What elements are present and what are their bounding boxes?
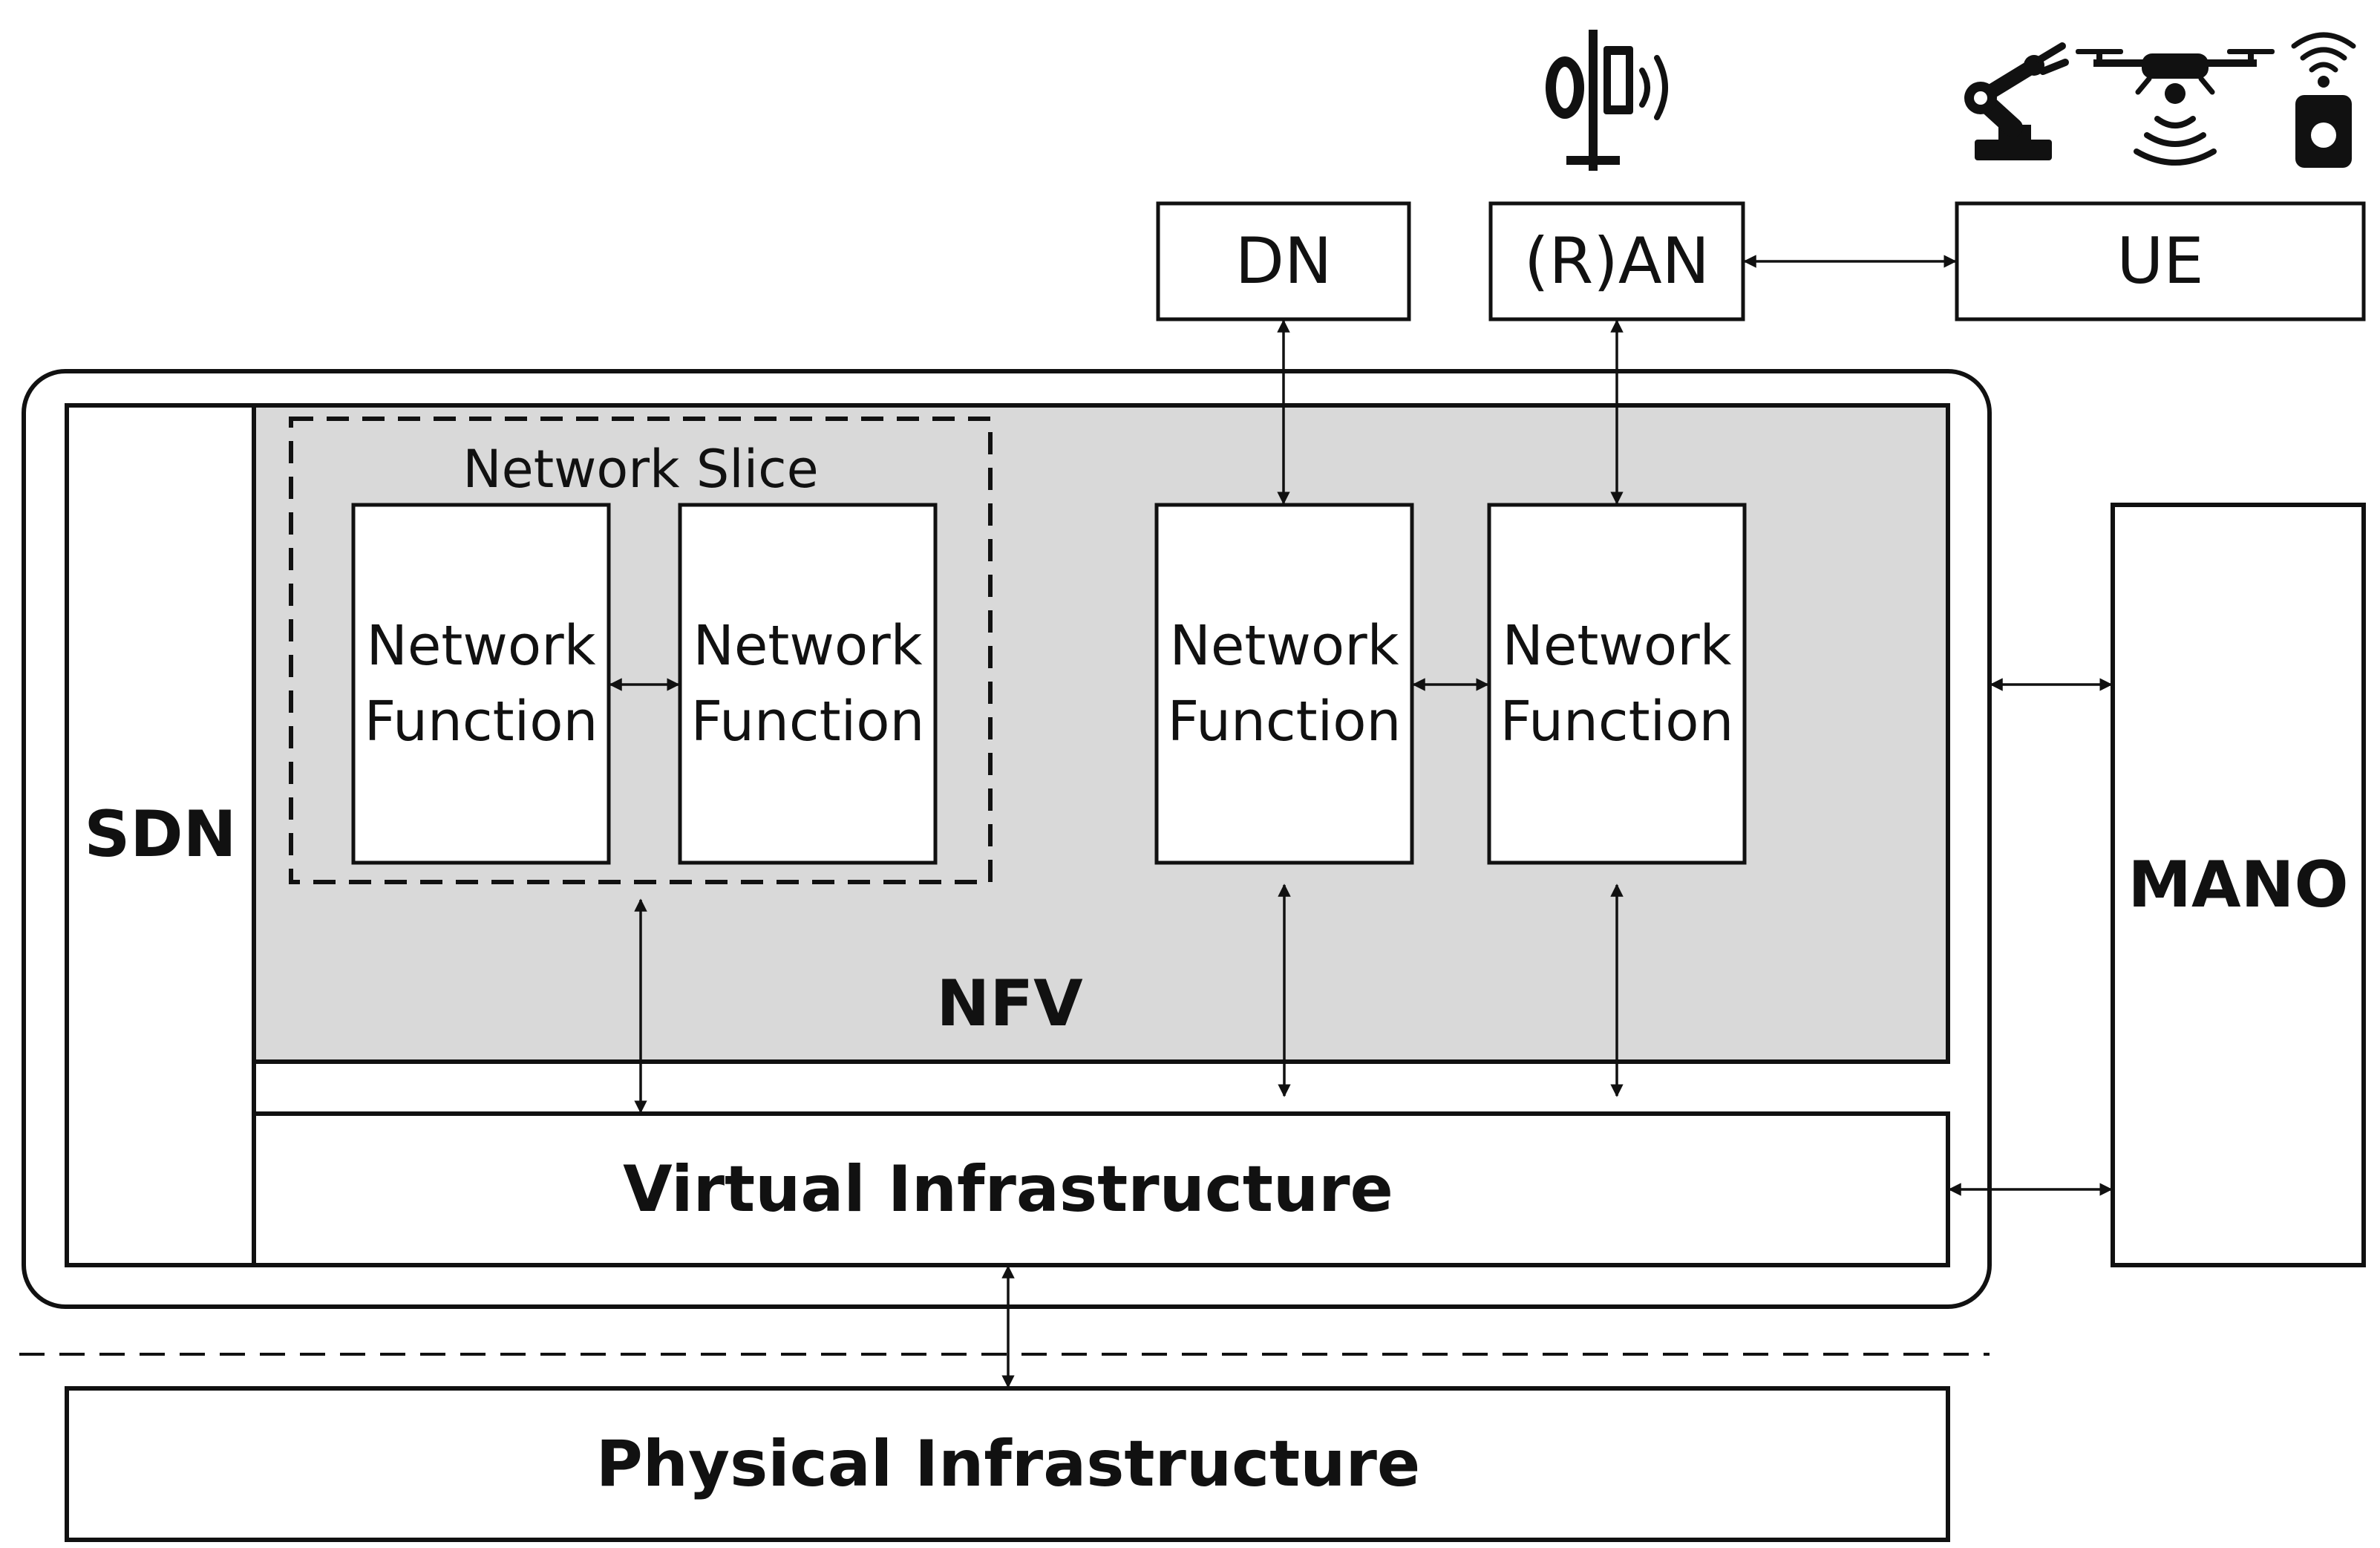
network-function-2: Network Function	[678, 503, 938, 865]
nf3-line1: Network	[1170, 614, 1399, 678]
nf1-line2: Function	[364, 690, 598, 754]
network-function-1: Network Function	[351, 503, 611, 865]
network-function-3: Network Function	[1154, 503, 1414, 865]
sdn-block: SDN	[65, 403, 256, 1267]
robot-arm-icon	[1964, 42, 2069, 160]
network-function-4: Network Function	[1487, 503, 1747, 865]
mano-block: MANO	[2111, 503, 2366, 1267]
dn-node: DN	[1156, 201, 1411, 321]
virtual-infrastructure: Virtual Infrastructure	[252, 1111, 1950, 1267]
nf2-line1: Network	[693, 614, 923, 678]
mano-label: MANO	[2128, 848, 2348, 922]
dn-label: DN	[1235, 224, 1333, 298]
nf3-line2: Function	[1168, 690, 1402, 754]
nfv-label: NFV	[936, 967, 1083, 1041]
nf4-line2: Function	[1500, 690, 1734, 754]
virtual-infrastructure-label: Virtual Infrastructure	[623, 1152, 1393, 1227]
network-slice: Network Slice	[289, 417, 993, 884]
physical-infrastructure: Physical Infrastructure	[65, 1386, 1950, 1542]
nf2-line2: Function	[691, 690, 925, 754]
connectors	[609, 255, 2113, 1388]
ran-node: (R)AN	[1488, 201, 1745, 321]
ue-label: UE	[2116, 224, 2203, 298]
network-slice-label: Network Slice	[462, 439, 818, 500]
nf4-line1: Network	[1503, 614, 1732, 678]
physical-infrastructure-label: Physical Infrastructure	[596, 1427, 1420, 1501]
sdn-label: SDN	[84, 797, 236, 872]
antenna-tower-icon	[1546, 30, 1668, 171]
drone-icon	[2076, 49, 2275, 166]
ran-label: (R)AN	[1524, 224, 1710, 298]
ue-node: UE	[1955, 201, 2366, 321]
remote-controller-icon	[2291, 32, 2356, 168]
nf1-line1: Network	[367, 614, 596, 678]
